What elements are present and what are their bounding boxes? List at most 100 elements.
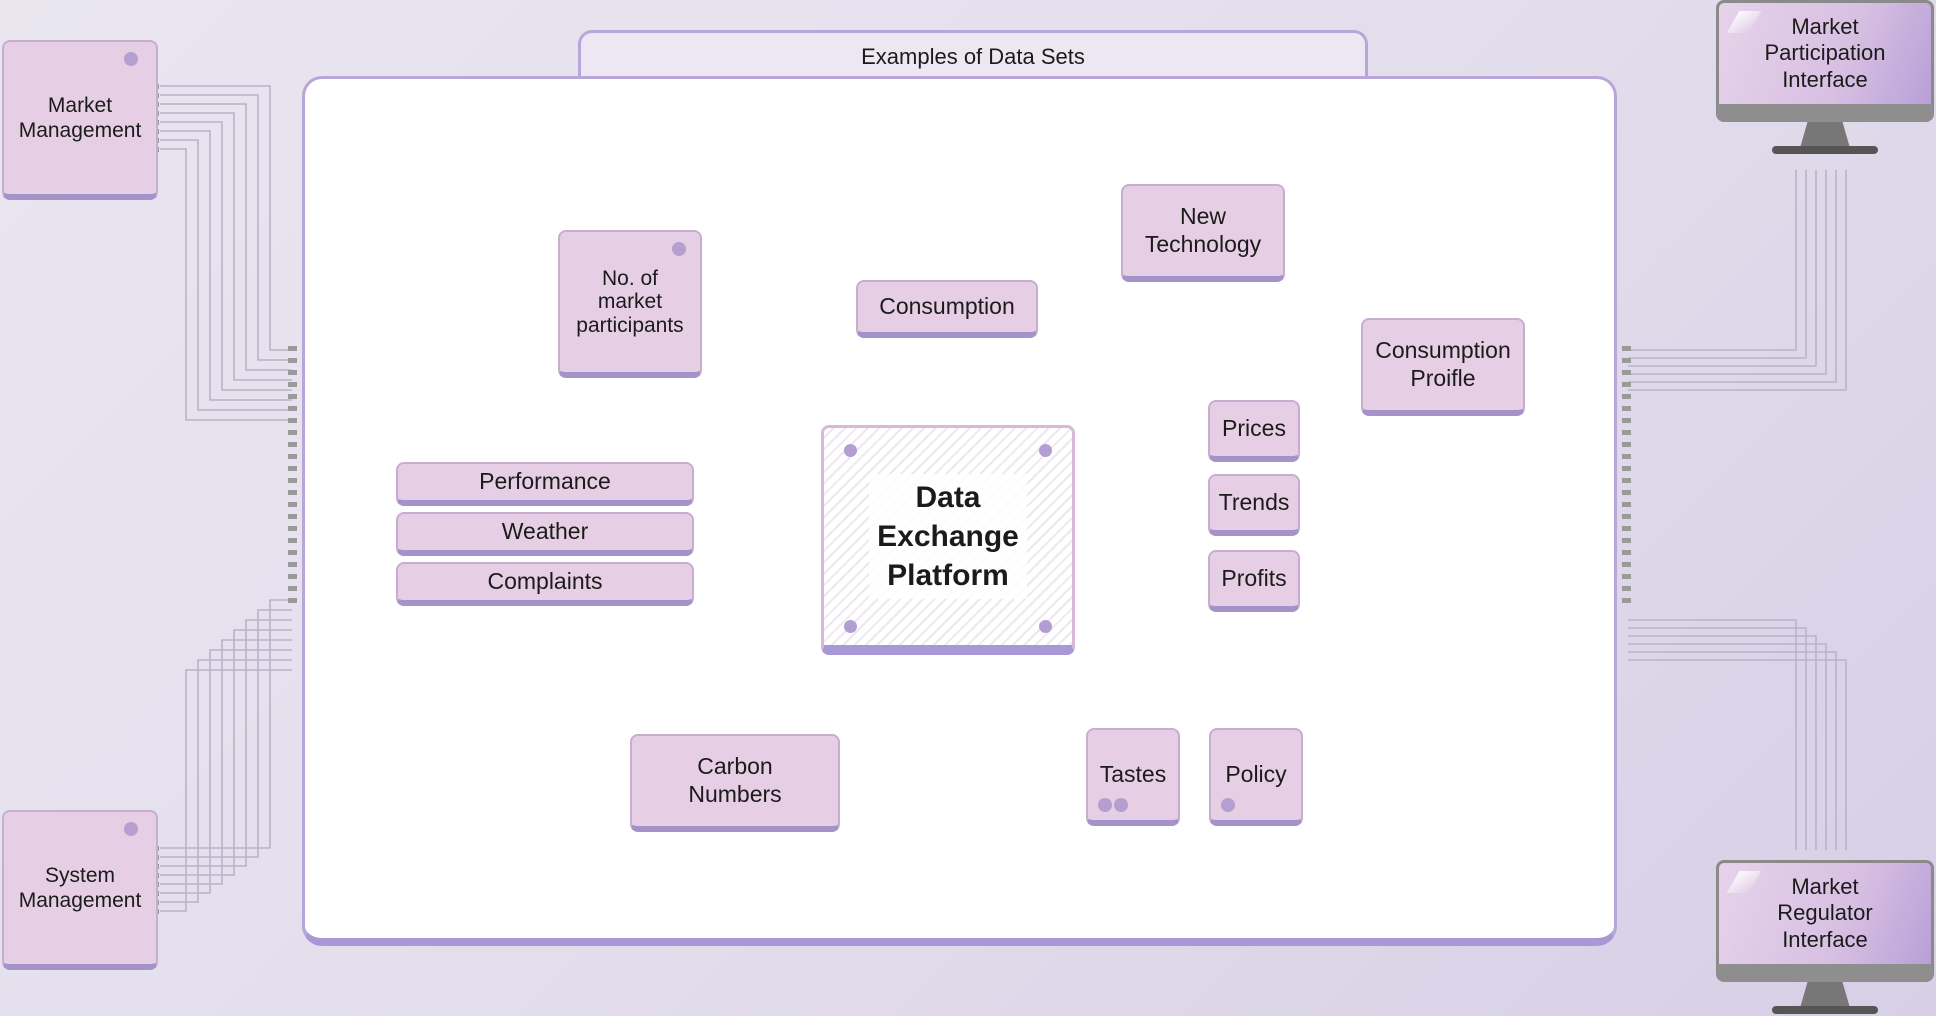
monitor-base bbox=[1772, 1006, 1878, 1014]
pin bbox=[1622, 370, 1631, 375]
wire-trace bbox=[160, 629, 292, 876]
wire-trace bbox=[160, 112, 292, 381]
corner-dot-icon bbox=[1039, 620, 1052, 633]
wire-trace bbox=[1628, 651, 1837, 850]
market-management-label: Market Management bbox=[18, 93, 142, 142]
pin bbox=[1622, 466, 1631, 471]
tastes-label: Tastes bbox=[1099, 761, 1167, 788]
complaints-chip[interactable]: Complaints bbox=[396, 562, 694, 606]
wire-trace bbox=[1628, 659, 1847, 850]
monitor-stand bbox=[1800, 982, 1850, 1008]
pin bbox=[1622, 454, 1631, 459]
wire-trace bbox=[1628, 170, 1827, 375]
pin bbox=[1622, 442, 1631, 447]
indicator-dot-icon bbox=[1114, 798, 1128, 812]
prices-chip[interactable]: Prices bbox=[1208, 400, 1300, 462]
monitor-stand bbox=[1800, 122, 1850, 148]
pin bbox=[1622, 394, 1631, 399]
wire-trace bbox=[1628, 170, 1817, 367]
indicator-dot-icon bbox=[124, 52, 138, 66]
pin bbox=[288, 406, 297, 411]
wire-trace bbox=[1628, 170, 1847, 391]
pin bbox=[288, 574, 297, 579]
monitor-screen: Market Regulator Interface bbox=[1716, 860, 1934, 982]
pin bbox=[1622, 562, 1631, 567]
pin bbox=[288, 454, 297, 459]
policy-chip[interactable]: Policy bbox=[1209, 728, 1303, 826]
glare-icon bbox=[1726, 871, 1762, 893]
pin bbox=[1622, 406, 1631, 411]
wire-trace bbox=[160, 139, 292, 411]
market-management-chip[interactable]: Market Management bbox=[2, 40, 158, 200]
wire-trace bbox=[160, 85, 292, 351]
performance-chip[interactable]: Performance bbox=[396, 462, 694, 506]
trends-chip[interactable]: Trends bbox=[1208, 474, 1300, 536]
indicator-dot-icon bbox=[124, 822, 138, 836]
new-technology-label: New Technology bbox=[1144, 203, 1262, 257]
pin bbox=[1622, 586, 1631, 591]
indicator-dot-icon bbox=[1098, 798, 1112, 812]
market-regulator-monitor[interactable]: Market Regulator Interface bbox=[1716, 860, 1934, 1014]
pin bbox=[288, 346, 297, 351]
wire-trace bbox=[1628, 635, 1817, 850]
consumption-label: Consumption bbox=[879, 293, 1015, 320]
pin bbox=[288, 526, 297, 531]
system-management-chip[interactable]: System Management bbox=[2, 810, 158, 970]
wire-trace bbox=[160, 619, 292, 867]
pin bbox=[288, 466, 297, 471]
consumption-profile-chip[interactable]: Consumption Proifle bbox=[1361, 318, 1525, 416]
pin bbox=[288, 370, 297, 375]
carbon-numbers-chip[interactable]: Carbon Numbers bbox=[630, 734, 840, 832]
trends-label: Trends bbox=[1218, 489, 1290, 516]
wire-trace bbox=[1628, 170, 1797, 351]
weather-label: Weather bbox=[501, 518, 589, 545]
wire-trace bbox=[160, 599, 292, 849]
indicator-dot-icon bbox=[1221, 798, 1235, 812]
pin bbox=[288, 382, 297, 387]
pin bbox=[1622, 550, 1631, 555]
data-exchange-platform-chip[interactable]: Data Exchange Platform bbox=[821, 425, 1075, 655]
profits-chip[interactable]: Profits bbox=[1208, 550, 1300, 612]
pin bbox=[1622, 382, 1631, 387]
wire-trace bbox=[160, 669, 292, 912]
pin bbox=[288, 394, 297, 399]
pin bbox=[288, 358, 297, 363]
pin bbox=[288, 478, 297, 483]
corner-dot-icon bbox=[844, 620, 857, 633]
wire-trace bbox=[1628, 170, 1837, 383]
new-technology-chip[interactable]: New Technology bbox=[1121, 184, 1285, 282]
frame-title-tab: Examples of Data Sets bbox=[578, 30, 1368, 80]
wire-trace bbox=[160, 94, 292, 361]
indicator-dot-icon bbox=[672, 242, 686, 256]
pin bbox=[1622, 490, 1631, 495]
corner-dot-icon bbox=[1039, 444, 1052, 457]
wire-trace bbox=[160, 639, 292, 885]
glare-icon bbox=[1726, 11, 1762, 33]
monitor-base bbox=[1772, 146, 1878, 154]
wire-trace bbox=[1628, 643, 1827, 850]
carbon-numbers-label: Carbon Numbers bbox=[688, 753, 782, 807]
wire-trace bbox=[1628, 627, 1807, 850]
frame-title: Examples of Data Sets bbox=[861, 43, 1085, 69]
pin bbox=[1622, 538, 1631, 543]
participants-chip[interactable]: No. of market participants bbox=[558, 230, 702, 378]
monitor-screen: Market Participation Interface bbox=[1716, 0, 1934, 122]
complaints-label: Complaints bbox=[487, 568, 603, 595]
pin bbox=[1622, 478, 1631, 483]
pin bbox=[288, 598, 297, 603]
pin bbox=[288, 430, 297, 435]
pin bbox=[1622, 346, 1631, 351]
market-participation-monitor[interactable]: Market Participation Interface bbox=[1716, 0, 1934, 154]
tastes-chip[interactable]: Tastes bbox=[1086, 728, 1180, 826]
performance-label: Performance bbox=[479, 468, 611, 495]
profits-label: Profits bbox=[1221, 565, 1287, 592]
wire-trace bbox=[1628, 619, 1797, 850]
consumption-profile-label: Consumption Proifle bbox=[1375, 337, 1511, 391]
pin bbox=[288, 490, 297, 495]
consumption-chip[interactable]: Consumption bbox=[856, 280, 1038, 338]
pin bbox=[288, 586, 297, 591]
wire-trace bbox=[160, 103, 292, 371]
pin bbox=[288, 418, 297, 423]
corner-dot-icon bbox=[844, 444, 857, 457]
weather-chip[interactable]: Weather bbox=[396, 512, 694, 556]
